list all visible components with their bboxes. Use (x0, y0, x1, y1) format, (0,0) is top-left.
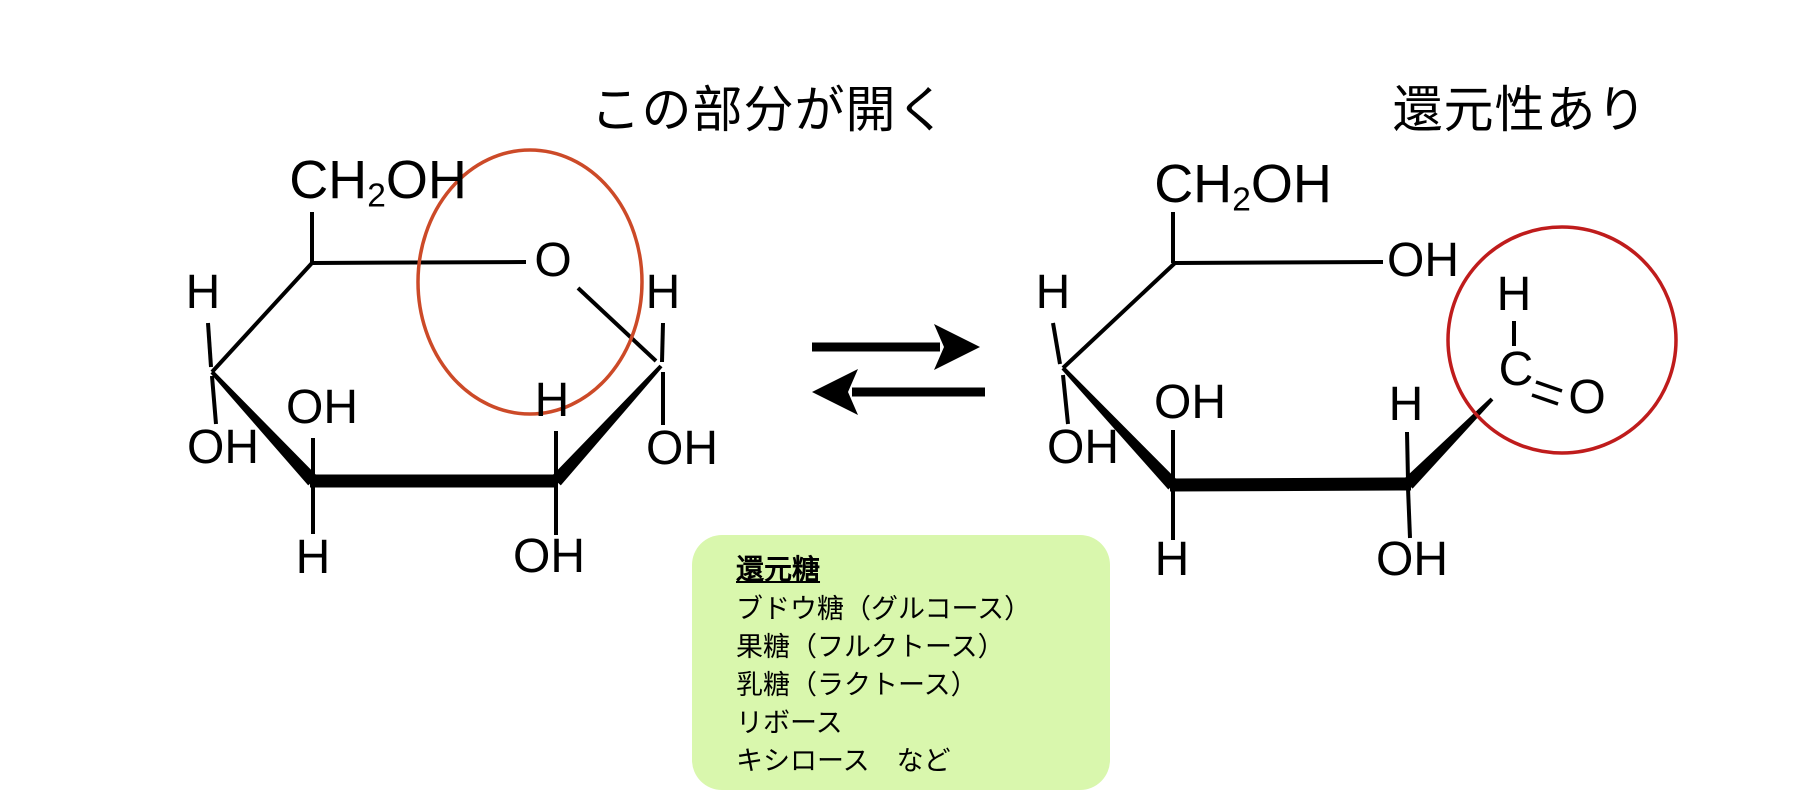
right-c3-oh-label: OH (1154, 376, 1226, 429)
left-c2-oh-label: OH (513, 530, 585, 583)
reducing-annotation: 還元性あり (1392, 82, 1648, 138)
left-c3-h-label: H (295, 531, 331, 584)
right-bold-bond-c3-c2 (1169, 477, 1412, 492)
right-ch2oh-post: OH (1250, 154, 1332, 215)
right-bond-c4-c5 (1061, 261, 1177, 370)
info-box-item-glucose: ブドウ糖（グルコース） (736, 594, 1032, 624)
right-aldehyde-h-label: H (1496, 268, 1532, 321)
left-ring-oxygen-label: O (534, 234, 572, 287)
left-bond-h-c1 (660, 322, 665, 363)
right-bond-c4-oh (1061, 374, 1070, 425)
left-bond-h-c4 (206, 322, 213, 368)
right-c2-oh-label: OH (1376, 533, 1448, 586)
right-c3-h-label: H (1154, 533, 1190, 586)
left-bond-o-c1 (576, 286, 658, 363)
right-ch2oh-label: CH2OH (1154, 157, 1332, 217)
reducing-sugars-info-box: 還元糖 ブドウ糖（グルコース） 果糖（フルクトース） 乳糖（ラクトース） リボー… (692, 535, 1110, 790)
left-ch2oh-subscript: 2 (367, 177, 386, 215)
left-c2-h-label: H (534, 374, 570, 427)
forward-arrow-head (934, 324, 980, 370)
right-aldehyde-double-bond-2 (1531, 393, 1559, 406)
right-ch2oh-subscript: 2 (1232, 181, 1251, 219)
left-c4-oh-label: OH (187, 421, 259, 474)
left-ch2oh-pre: CH (289, 150, 368, 211)
info-box-item-xylose: キシロース など (736, 746, 951, 776)
info-box-item-ribose: リボース (736, 708, 843, 738)
right-molecule-bold-chain-edges (1061, 366, 1494, 492)
left-c4-h-label: H (185, 266, 221, 319)
info-box-heading: 還元糖 (736, 554, 821, 585)
left-molecule-bold-ring-edges (210, 364, 663, 488)
right-c2-h-label: H (1388, 378, 1424, 431)
left-molecule-bonds (206, 212, 665, 535)
right-molecule-bonds (1051, 212, 1563, 540)
left-ch2oh-post: OH (385, 150, 467, 211)
right-bond-c5-oh (1174, 260, 1384, 265)
left-bond-c4-c5 (210, 261, 314, 374)
right-bold-bond-c2-c1 (1403, 397, 1494, 489)
right-c4-oh-label: OH (1047, 421, 1119, 474)
left-bold-bond-c4-c3 (210, 370, 318, 486)
equilibrium-arrows (812, 324, 985, 415)
right-highlight-circle (1446, 225, 1678, 455)
left-c1-h-label: H (645, 266, 681, 319)
right-ch2oh-pre: CH (1154, 154, 1233, 215)
left-ch2oh-label: CH2OH (289, 153, 467, 213)
right-bond-c2-oh (1406, 487, 1412, 539)
right-bond-h-c2 (1405, 431, 1410, 481)
left-bond-c4-oh (210, 375, 218, 425)
right-c4-h-label: H (1035, 266, 1071, 319)
left-c3-oh-label: OH (286, 381, 358, 434)
right-aldehyde-c-label: C (1498, 343, 1534, 396)
left-highlight-circle (416, 148, 644, 416)
right-aldehyde-double-bond-1 (1535, 380, 1563, 393)
right-c5-oh-label: OH (1387, 234, 1459, 287)
info-box-item-fructose: 果糖（フルクトース） (736, 632, 1005, 662)
right-bond-h-c4 (1051, 322, 1062, 365)
info-box-item-lactose: 乳糖（ラクトース） (736, 670, 978, 700)
right-bold-bond-c4-c3 (1061, 366, 1178, 490)
left-bold-bond-c2-c1 (551, 364, 663, 486)
left-c1-oh-label: OH (646, 422, 718, 475)
reverse-arrow-head (812, 369, 858, 415)
right-aldehyde-o-label: O (1568, 371, 1606, 424)
ring-open-annotation: この部分が開く (590, 82, 948, 138)
